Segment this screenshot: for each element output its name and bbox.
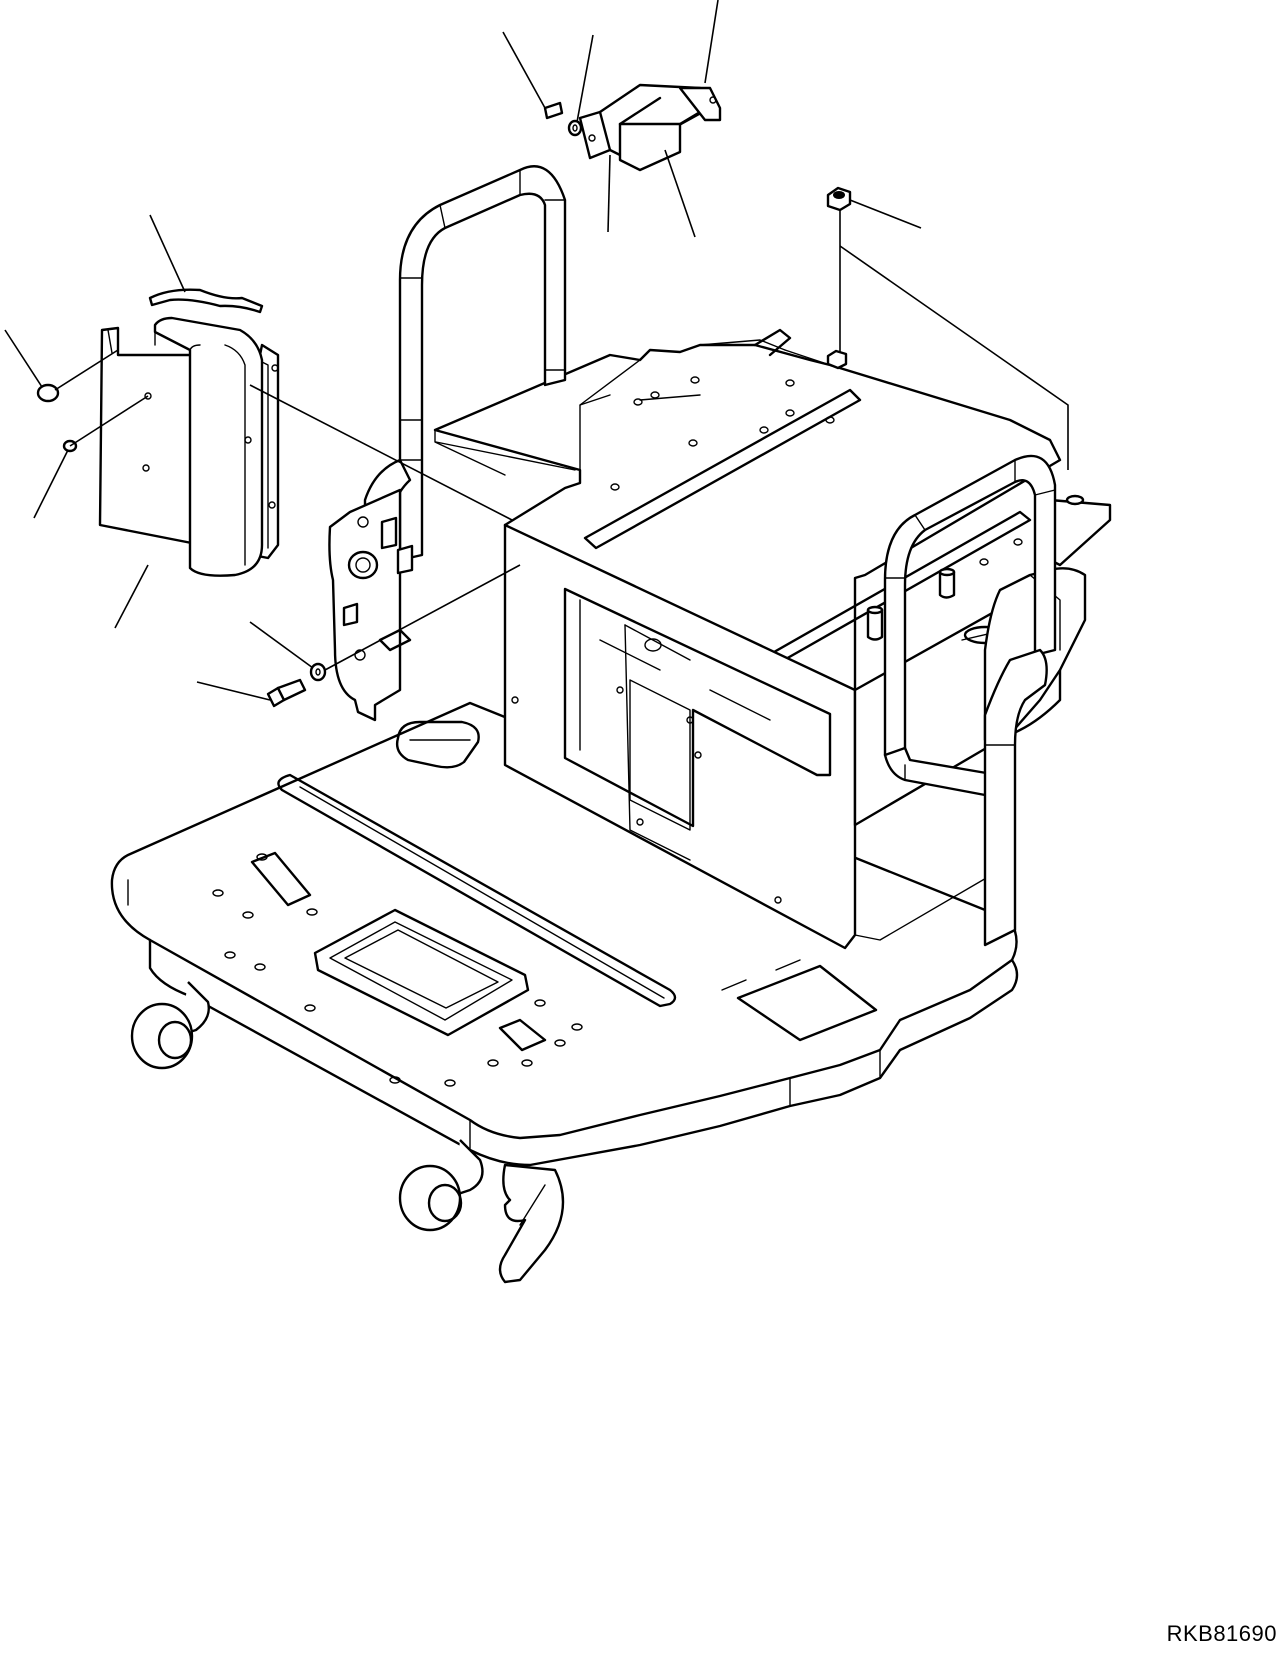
top-nut [826,186,852,370]
side-cover [98,288,280,577]
grommet [36,383,60,403]
rear-bracket-hook [498,1163,565,1284]
caster-left [130,981,210,1070]
leader-lines [4,0,1069,701]
floor-plate [110,701,1019,1167]
floor-bolt-holes [212,853,785,1087]
top-holes [610,376,1023,566]
left-mount-plate [328,488,414,722]
handrail-right [883,454,1057,947]
drawing-id-label: RKB81690 [1166,1621,1277,1646]
mounting-bolt [266,662,327,708]
inspection-hatch [313,908,530,1037]
top-cover-bracket [543,83,722,172]
caster-right [398,1139,484,1232]
